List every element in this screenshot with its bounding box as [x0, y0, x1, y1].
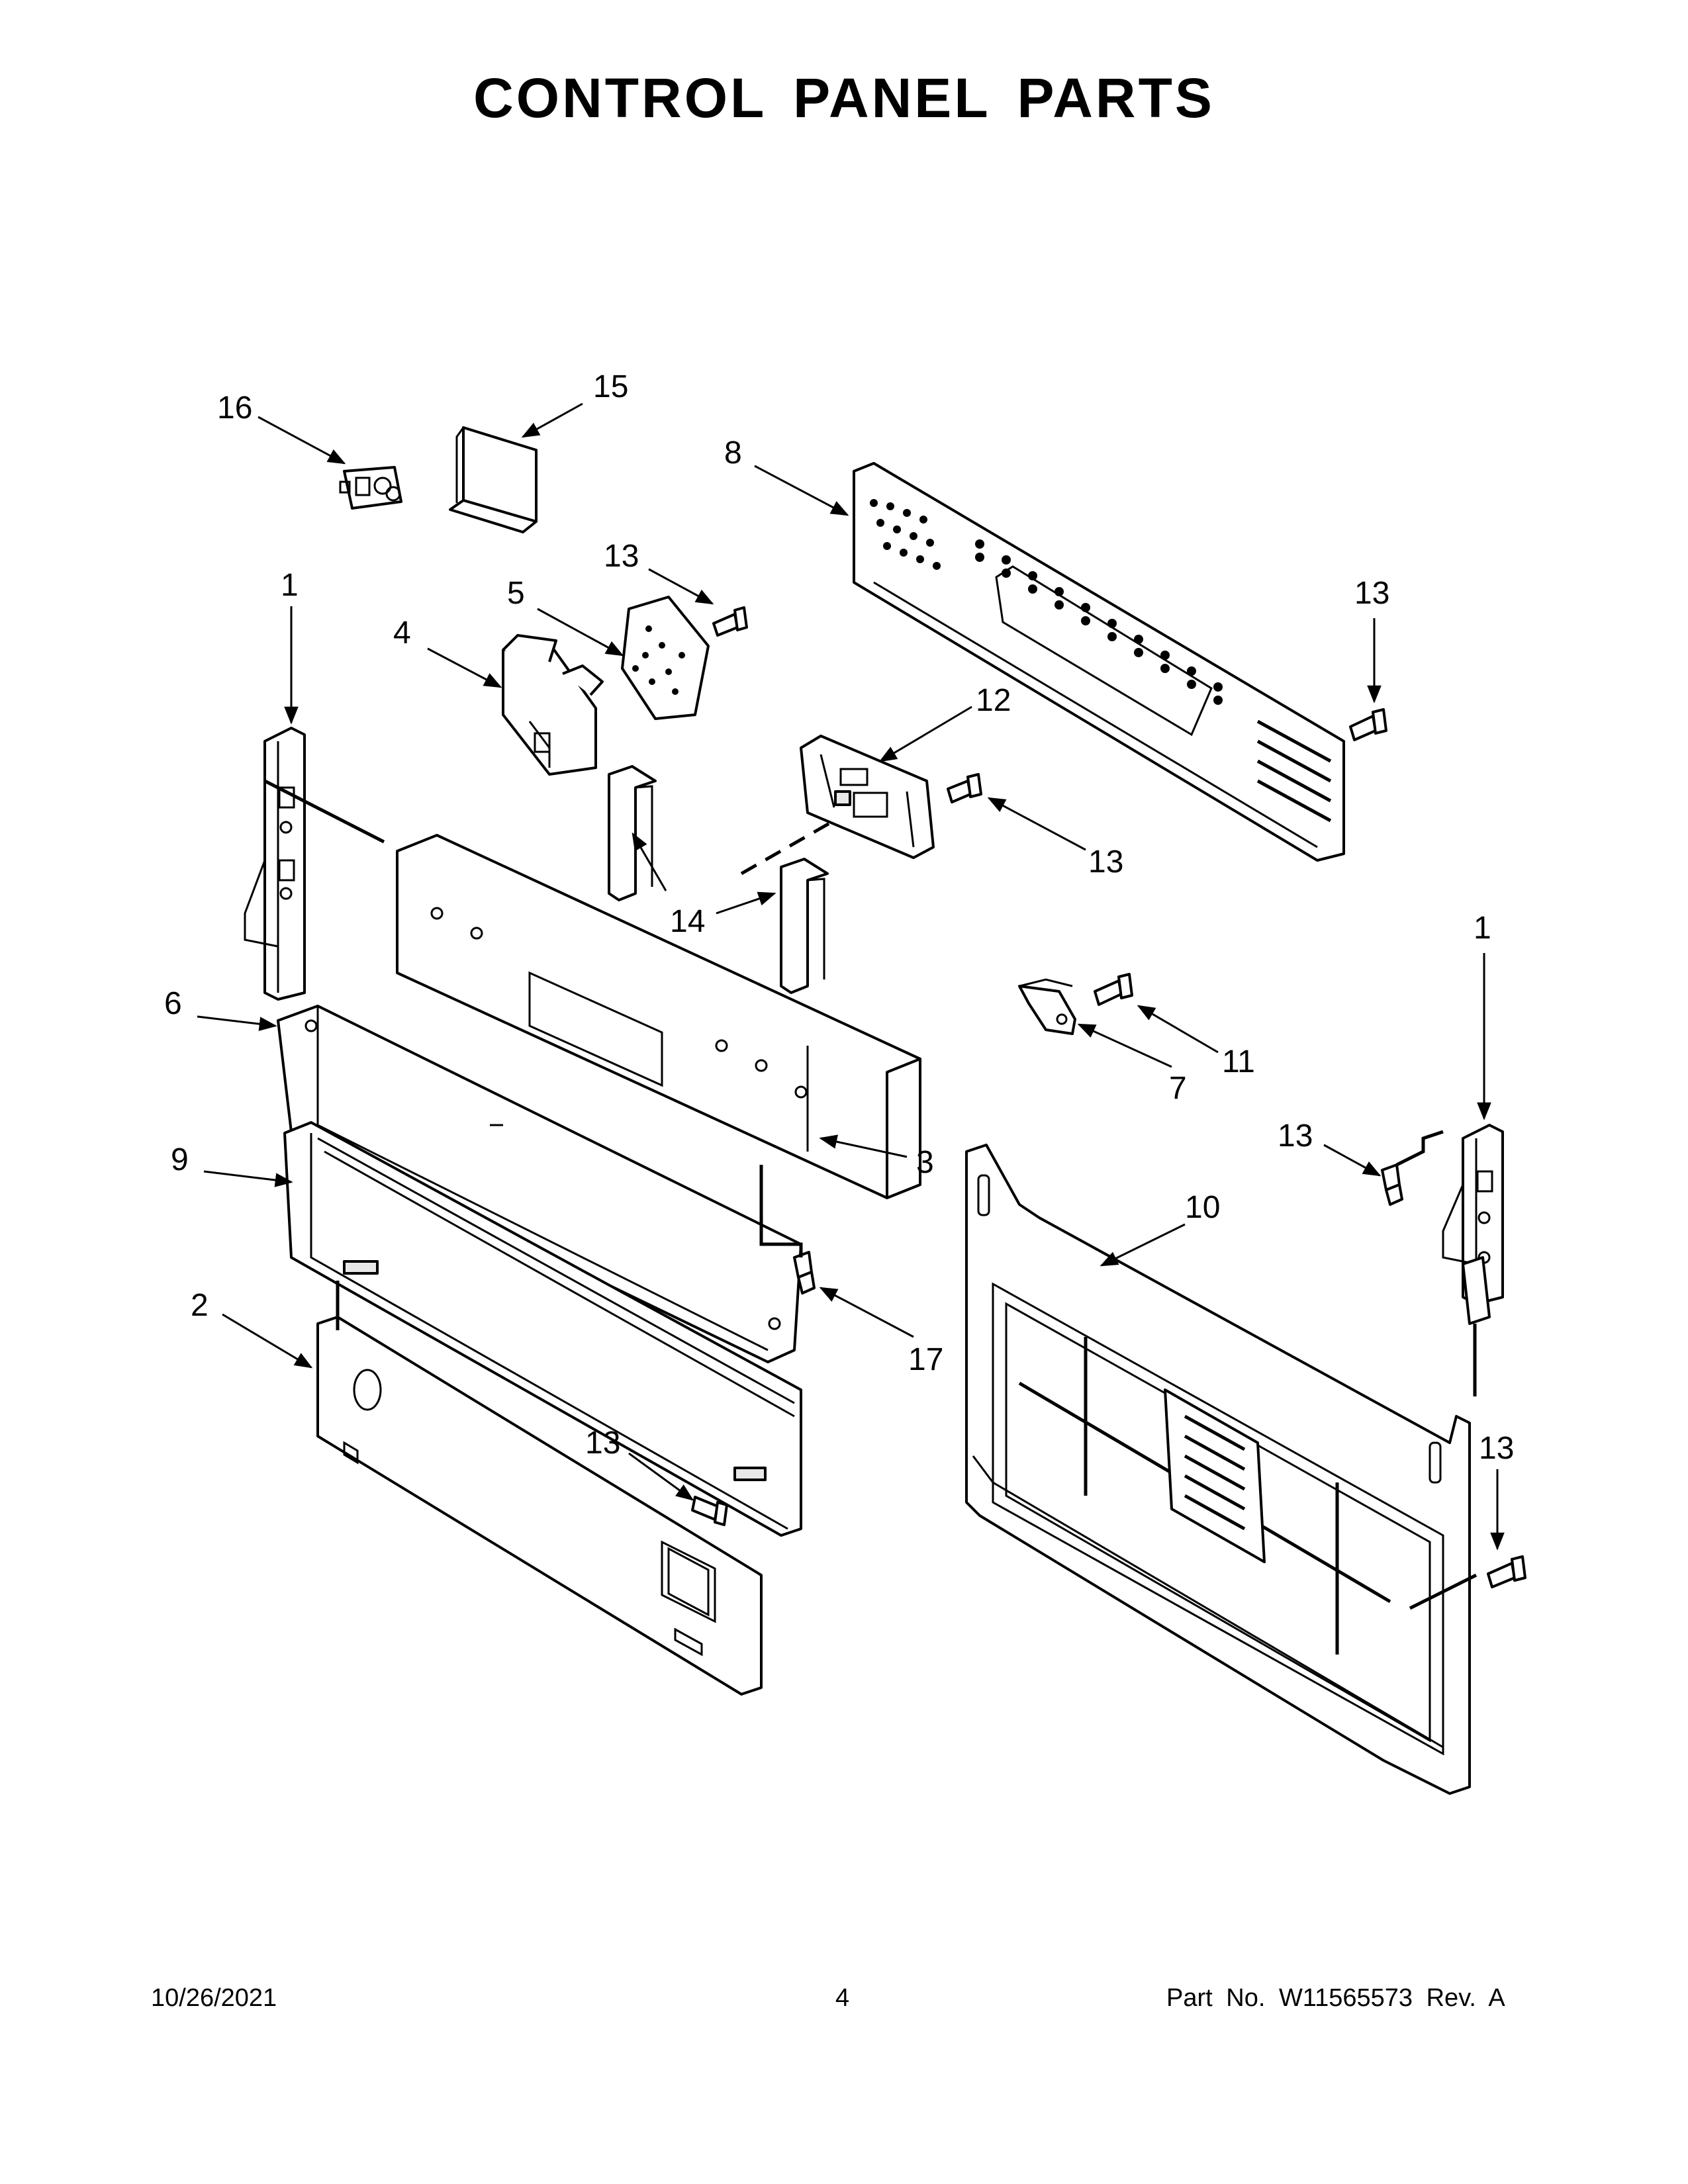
part-16-terminal-block [339, 466, 402, 510]
callout-11: 11 [1222, 1044, 1255, 1079]
callout-5: 5 [507, 576, 525, 611]
part-8-rear-panel [853, 462, 1345, 862]
callout-13-a: 13 [604, 539, 639, 574]
part-14-switch-bracket-lower [780, 858, 829, 994]
part-4-mounting-bracket [502, 634, 604, 776]
callout-4: 4 [393, 615, 411, 651]
callout-6: 6 [164, 986, 182, 1021]
part-13-screw-e [691, 1496, 728, 1526]
callout-13-f: 13 [1479, 1431, 1514, 1466]
part-13-screw-a [712, 606, 748, 637]
callout-12: 12 [976, 683, 1011, 718]
part-10-vent-slots [1184, 1414, 1246, 1531]
callout-17: 17 [908, 1342, 943, 1377]
part-11-screw [1094, 973, 1133, 1006]
callout-7: 7 [1169, 1071, 1187, 1106]
callout-14: 14 [670, 904, 705, 939]
page-title: CONTROL PANEL PARTS [473, 67, 1215, 129]
part-14-switch-bracket-upper [608, 765, 657, 901]
callout-13-b: 13 [1354, 576, 1389, 611]
part-13-screw-d [1381, 1163, 1403, 1206]
part-10-rear-panel [965, 1144, 1471, 1795]
callout-8: 8 [724, 435, 742, 471]
part-13-screw-b [947, 773, 982, 803]
alignment-guides [263, 779, 1477, 1610]
part-1-left-side-bracket [244, 727, 306, 1001]
part-13-screw-f [1487, 1555, 1526, 1588]
part-12-electronic-control [800, 735, 935, 859]
callout-9: 9 [171, 1142, 189, 1177]
part-8-perforations [870, 499, 1223, 705]
callout-1-right: 1 [1474, 911, 1491, 946]
callout-2: 2 [191, 1288, 209, 1323]
part-1-right-side-bracket [1442, 1124, 1504, 1325]
callout-16: 16 [217, 390, 252, 426]
callout-labels: 16 15 8 1 13 5 4 13 12 13 14 1 6 11 7 9 … [164, 369, 1514, 1466]
part-9-support-frame [283, 1121, 802, 1537]
part-8-vent-slots [1256, 719, 1332, 823]
callout-15: 15 [593, 369, 628, 404]
part-17-screw [793, 1251, 816, 1295]
part-13-screw-c [1349, 708, 1387, 741]
callout-13-d: 13 [1278, 1118, 1313, 1154]
part-5-control-board [621, 596, 710, 720]
callout-13-c: 13 [1088, 844, 1123, 880]
part-3-control-console [396, 834, 921, 1199]
callout-10: 10 [1185, 1190, 1220, 1225]
callout-3: 3 [916, 1145, 934, 1180]
footer-page-number: 4 [835, 1984, 850, 2012]
callout-leaders [197, 402, 1505, 1551]
footer-date: 10/26/2021 [151, 1984, 277, 2012]
callout-1-left: 1 [281, 568, 299, 603]
footer-part-number: Part No. W11565573 Rev. A [1166, 1984, 1505, 2012]
callout-13-e: 13 [585, 1426, 620, 1461]
part-15-bracket [449, 426, 538, 533]
part-7-small-bracket [1018, 978, 1076, 1035]
